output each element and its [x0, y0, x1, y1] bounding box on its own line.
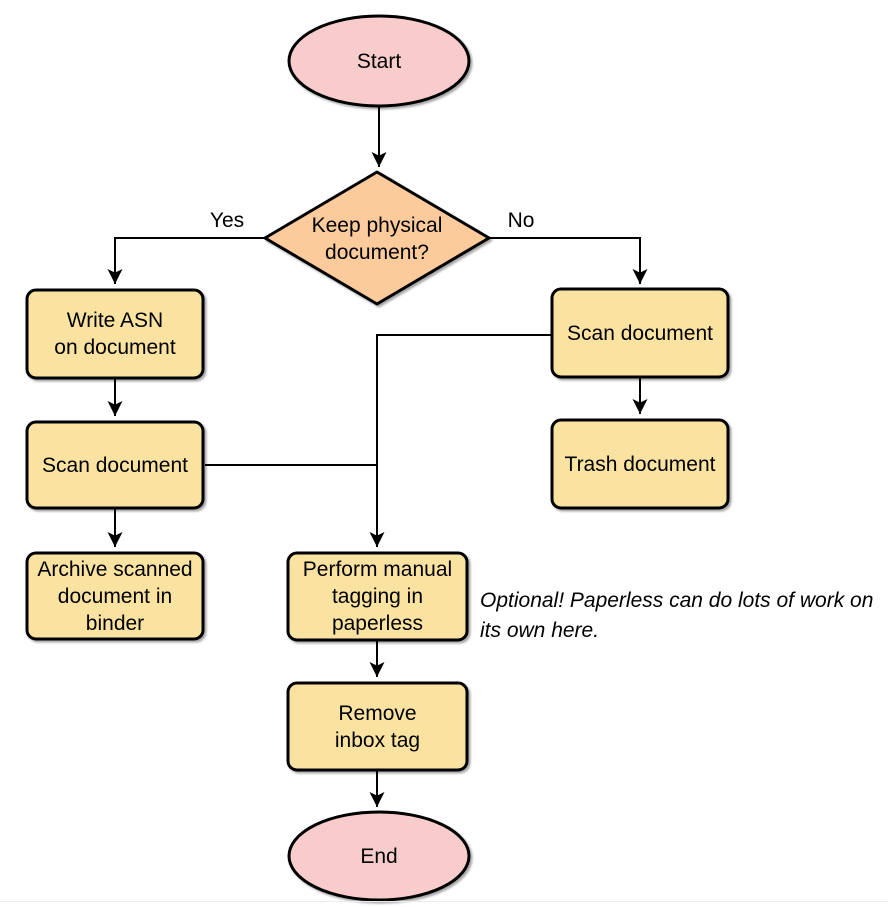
start-terminal-shape	[287, 14, 471, 108]
process-trash-label: Trash document	[564, 452, 716, 476]
start-label: Start	[356, 49, 402, 73]
process-scan-right-label: Scan document	[567, 321, 713, 345]
process-remove-inbox-label: Remove inbox tag	[334, 701, 421, 752]
node-shapes	[25, 14, 730, 902]
process-trash-shape	[550, 418, 730, 510]
edge-yes-to-write-asn	[107, 237, 265, 284]
process-scan-right-shape	[550, 287, 730, 379]
edge-no-to-scan-right	[489, 237, 648, 284]
branch-label-yes: Yes	[209, 209, 245, 232]
process-write-asn-label: Write ASN on document	[54, 309, 176, 359]
process-scan-left-label: Scan document	[42, 453, 188, 477]
process-scan-left-shape	[25, 420, 205, 510]
process-tagging-label: Perform manual tagging in paperless	[302, 558, 453, 635]
process-remove-inbox-shape	[286, 681, 469, 772]
process-archive-label: Archive scanned document in binder	[37, 557, 193, 635]
end-label: End	[360, 844, 398, 868]
decision-label: Keep physical document?	[311, 213, 443, 264]
bottom-divider-line	[0, 901, 888, 902]
edge-scan-right-to-tagging	[369, 334, 552, 547]
connector-edges	[107, 107, 648, 807]
optional-note-text: Optional! Paperless can do lots of work …	[480, 589, 874, 642]
process-archive-shape	[25, 551, 205, 641]
process-tagging-shape	[286, 551, 469, 642]
end-terminal-shape	[287, 810, 471, 902]
decision-diamond-shape	[263, 170, 491, 306]
process-write-asn-shape	[25, 288, 205, 380]
branch-label-no: No	[507, 209, 535, 232]
